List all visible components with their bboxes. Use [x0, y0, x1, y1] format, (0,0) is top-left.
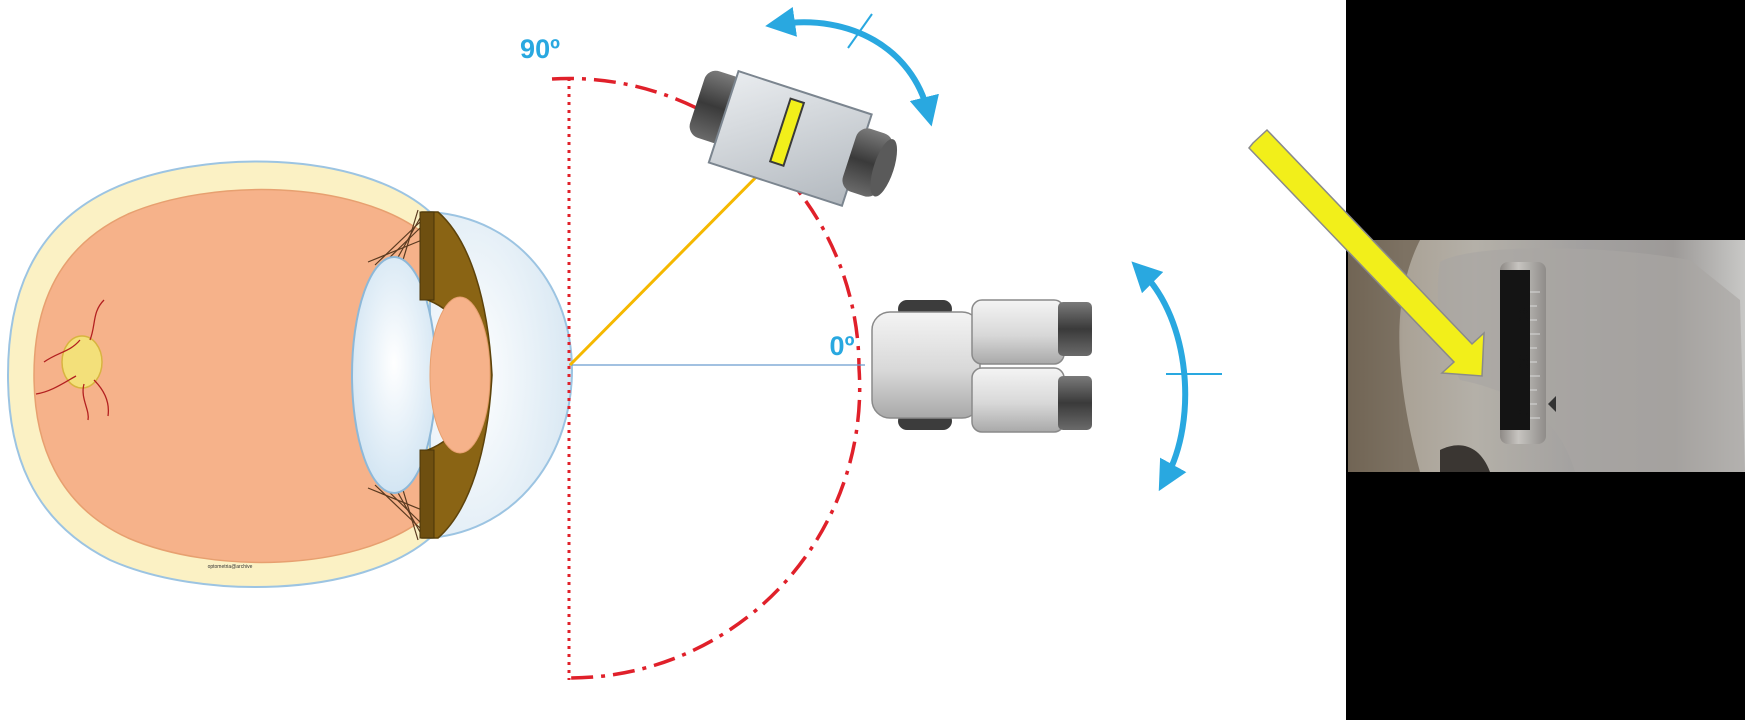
angle-arc [551, 76, 862, 680]
label-90-degrees: 90º [520, 34, 560, 64]
dial-label-0: 0 [1516, 408, 1531, 415]
optic-disc [61, 335, 103, 389]
iris-root-lower [419, 449, 435, 539]
iris-root-upper [419, 211, 435, 301]
photo-base-rail [1440, 445, 1490, 472]
eye-interior [33, 188, 423, 564]
dial-label-60: 60 [1516, 308, 1531, 322]
credit-text: optometria@archive [208, 564, 253, 570]
eye-cross-section-icon: optometria@archive [6, 160, 574, 588]
illumination-beam [568, 161, 772, 367]
label-0-degrees: 0º [830, 331, 855, 361]
microscope-tube-lower [971, 367, 1065, 433]
dial-label-30: 30 [1516, 355, 1531, 369]
pointer-arrow [1248, 128, 1485, 377]
rotation-arrow-top [765, 7, 939, 127]
microscope-body [871, 311, 981, 419]
dial-tick-marks [1530, 291, 1540, 419]
binocular-microscope-icon [871, 299, 1092, 433]
slit-lamp-illumination-icon [689, 69, 898, 207]
microscope-tube-upper [971, 299, 1065, 365]
retinal-vessels [35, 299, 110, 421]
microscope-eyepiece-lower [1058, 376, 1092, 430]
pointer-arrow-icon [1248, 128, 1485, 377]
anterior-chamber [429, 296, 491, 454]
rotation-tick-top [847, 13, 873, 49]
rotation-arrow-icon [765, 7, 1222, 492]
rotation-arrow-right [1131, 261, 1189, 492]
dial-index-marker [1548, 396, 1556, 412]
angle-reference: 90º 0º [520, 34, 865, 680]
illumination-lens-cap [870, 139, 898, 197]
microscope-eyepiece-upper [1058, 302, 1092, 356]
angle-scale-photo-panel: 60 30 0 [1346, 0, 1745, 720]
angle-dial-scale [1500, 270, 1530, 430]
